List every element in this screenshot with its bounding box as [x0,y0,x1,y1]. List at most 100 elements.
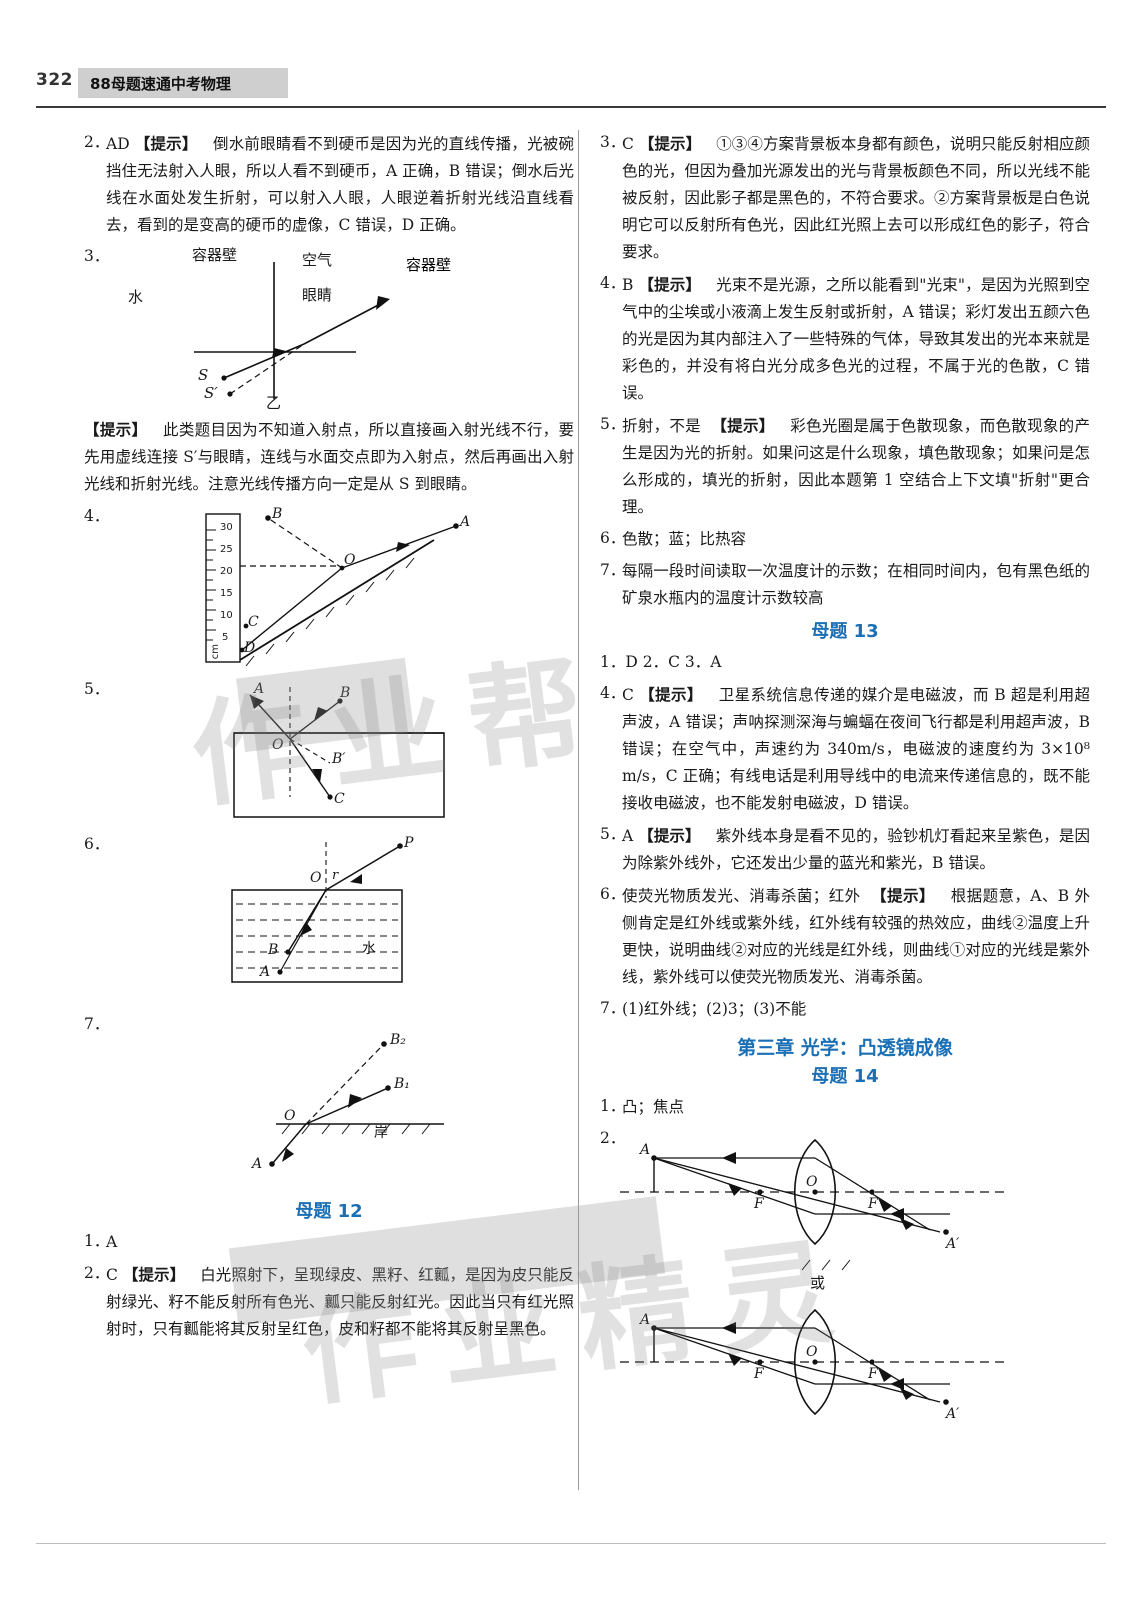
item-answer: B [622,276,634,294]
list-item: 2． [600,1126,1090,1456]
item-number: 4． [84,507,110,525]
item-text: 彩色光圈是属于色散现象，而色散现象的产生是因为光的折射。如果问这是什么现象，填色… [622,417,1090,516]
figure-label-f-left-bottom: F [754,1366,764,1382]
list-item: 5． 折射，不是 【提示】 彩色光圈是属于色散现象，而色散现象的产生是因为光的折… [600,412,1090,521]
refraction-container-diagram: 容器壁 x 容器壁 空气 水 眼睛 S S′ 乙 [106,244,574,414]
item-number: 1． [600,1097,626,1115]
list-item: 4． [84,504,574,672]
convex-lens-ray-diagrams: A F O F A′ 或 A F O F A′ [610,1126,1090,1456]
list-item: 1． 凸；焦点 [600,1094,1090,1121]
hint-label: 【提示】 [871,886,935,905]
item-number: 5． [600,825,626,843]
hint-label: 【提示】 [638,134,702,153]
item-number: 6． [600,885,626,903]
footer-divider [36,1543,1106,1544]
list-item: 1．D 2．C 3．A [600,649,1090,676]
list-item: 7． 每隔一段时间读取一次温度计的示数；在相同时间内，包有黑色纸的矿泉水瓶内的温… [600,558,1090,612]
shore-reflection-diagram: B₂ B₁ O 岸 A [214,1012,574,1192]
item-number: 5． [84,680,110,698]
figure-label-a-top: A [640,1142,651,1158]
item-number: 7． [84,1015,110,1033]
page-number: 322 [36,70,73,90]
book-title: 88母题速通中考物理 [90,75,231,93]
item-number: 2． [600,1129,626,1147]
figure-label-a: A [460,514,471,530]
item-number: 4． [600,684,626,702]
item-answer: 折射，不是 [622,417,701,435]
figure-label-a: A [260,964,271,980]
item-text: 每隔一段时间读取一次温度计的示数；在相同时间内，包有黑色纸的矿泉水瓶内的温度计示… [622,562,1090,607]
figure-label-f-right-top: F [868,1196,878,1212]
ruler-tick-5: 5 [222,632,229,643]
list-item: 3． C 【提示】 ①③④方案背景板本身都有颜色，说明只能反射相应颜色的光，但因… [600,130,1090,266]
figure-label-container-wall: 容器壁 [192,246,238,264]
item-text: 凸；焦点 [622,1098,685,1116]
figure-label-a-bottom: A [640,1312,651,1328]
mother-question-14-heading: 母题 14 [811,1066,879,1087]
list-item: 5． [84,677,574,827]
figure-label-f-left-top: F [754,1196,764,1212]
item-number: 3． [600,133,626,151]
figure-label-a: A [252,1156,263,1172]
figure-label-b: B [268,942,279,958]
item-number: 4． [600,274,626,292]
item-number: 2． [84,133,110,151]
item-text: ①③④方案背景板本身都有颜色，说明只能反射相应颜色的光，但因为叠加光源发出的光与… [622,135,1090,261]
list-item: 6． 色散；蓝；比热容 [600,526,1090,553]
water-tank-reflection-diagram: A B O B′ C [214,677,574,827]
figure-label-a-prime-top: A′ [946,1236,960,1252]
light-into-water-diagram: P O r 水 B A [214,832,574,1007]
item-text: 根据题意，A、B 外侧肯定是红外线或紫外线，红外线有较强的热效应，曲线②温度上升… [622,887,1090,986]
hint-label: 【提示】 [122,1265,186,1284]
list-item: 2． C 【提示】 白光照射下，呈现绿皮、黑籽、红瓤，是因为皮只能反射绿光、籽不… [84,1261,574,1343]
left-column: 2． AD 【提示】 倒水前眼睛看不到硬币是因为光的直线传播，光被碗挡住无法射入… [84,130,574,1348]
hint-label: 【提示】 [84,420,148,439]
list-item: 4． C 【提示】 卫星系统信息传递的媒介是电磁波，而 B 超是利用超声波，A … [600,681,1090,817]
figure-label-a: A [254,681,265,697]
ruler-tick-30: 30 [220,522,233,533]
item-answer: 使荧光物质发光、消毒杀菌；红外 [622,887,861,905]
page-header: 322 88母题速通中考物理 [0,62,1141,108]
figure-label-o-top: O [806,1174,818,1190]
item-answer: C [106,1266,118,1284]
figure-label-eye: 眼睛 [302,286,333,304]
figure-label-o: O [344,552,356,568]
item-text: 此类题目因为不知道入射点，所以直接画入射光线不行，要先用虚线连接 S′与眼睛，连… [84,421,574,493]
hint-label: 【提示】 [638,275,701,294]
item-answer: C [622,686,634,704]
list-item: 5． A 【提示】 紫外线本身是看不见的，验钞机灯看起来呈紫色，是因为除紫外线外… [600,822,1090,877]
item-number: 7． [600,561,626,579]
item-number: 7． [600,999,626,1017]
column-divider [578,130,579,1490]
list-item: 1． A [84,1229,574,1256]
header-divider [36,106,1106,108]
item-text: (1)红外线；(2)3；(3)不能 [622,1000,807,1018]
figure-label-b2: B₂ [390,1032,406,1048]
figure-label-s-prime: S′ [204,384,218,402]
figure-label-water: 水 [128,288,144,306]
item-number: 6． [600,529,626,547]
header-band [78,68,288,98]
ruler-mirror-diagram: cm 30 25 20 15 10 5 B A O C D [184,504,574,672]
chapter-heading: 第三章 光学：凸透镜成像 [737,1037,953,1059]
figure-label-r: r [332,868,339,883]
list-item: 6． [84,832,574,1007]
item-number: 1． [84,1232,110,1250]
list-item: 3． 容器壁 [84,244,574,498]
ruler-scale-labels: cm [210,644,221,660]
item-number: 2． [84,1264,110,1282]
item-text: 1．D 2．C 3．A [600,653,722,671]
item-text: 卫星系统信息传递的媒介是电磁波，而 B 超是利用超声波，A 错误；声呐探测深海与… [622,686,1091,812]
figure-label-s: S [198,366,209,384]
list-item: 2． AD 【提示】 倒水前眼睛看不到硬币是因为光的直线传播，光被碗挡住无法射入… [84,130,574,239]
item-text: 白光照射下，呈现绿皮、黑籽、红瓤，是因为皮只能反射绿光、籽不能反射所有色光、瓤只… [106,1266,574,1338]
figure-label-or: 或 [810,1274,826,1292]
figure-label-f-right-bottom: F [868,1366,878,1382]
figure-label-a-prime-bottom: A′ [946,1406,960,1422]
figure-label-water: 水 [362,941,376,957]
figure-label-c: C [334,791,345,807]
figure-label-b: B [272,506,283,522]
mother-question-13-heading: 母题 13 [811,621,879,642]
mother-question-12-heading: 母题 12 [295,1201,363,1222]
